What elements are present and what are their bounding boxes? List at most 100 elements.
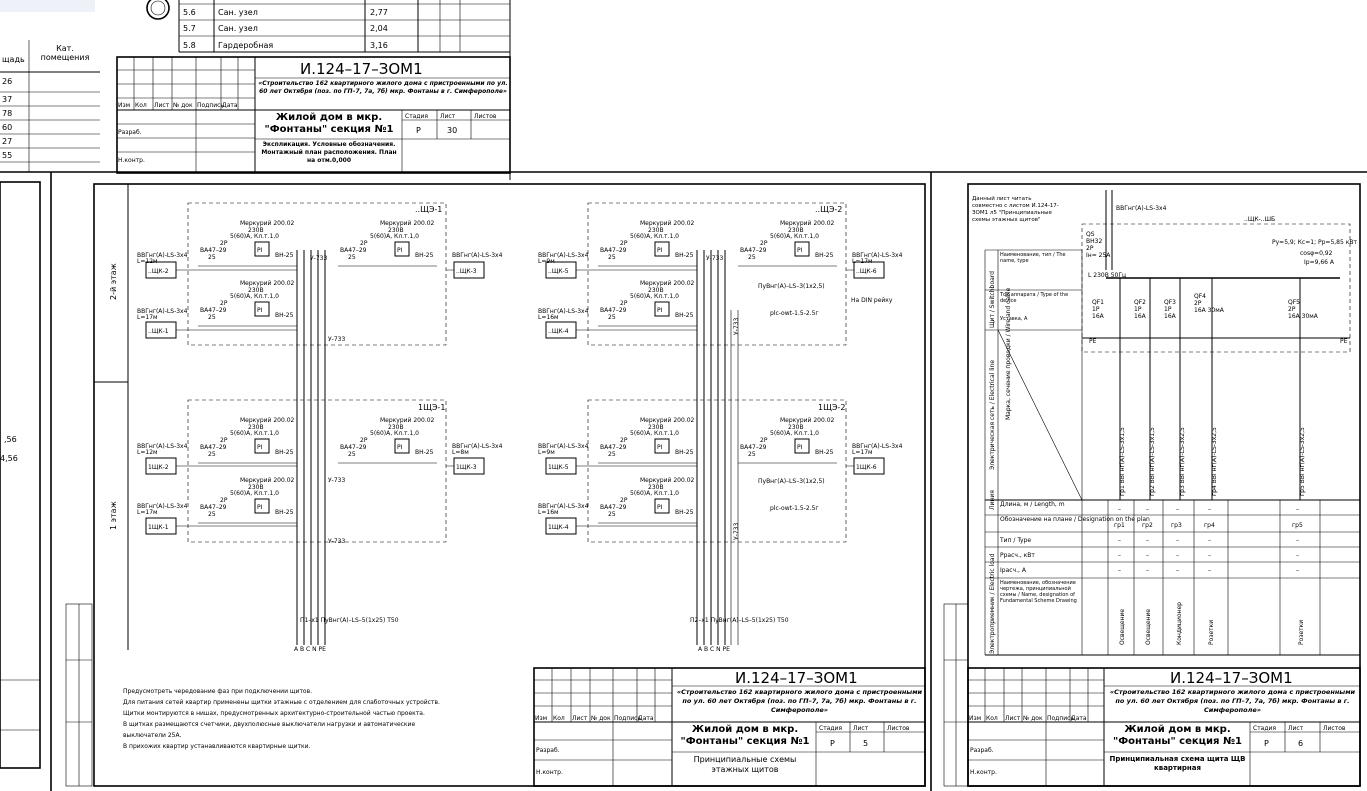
rcd-label: ВН-25 — [675, 252, 694, 259]
stamp-listov: Листов — [887, 725, 910, 732]
cable-label: ВВГнг(А)-LS-3х4 — [452, 443, 503, 450]
dash-cell: – — [1118, 506, 1121, 513]
meter-box — [654, 498, 670, 514]
meter-label: Меркурий 200.02 — [780, 220, 835, 227]
room-area: 2,77 — [370, 8, 388, 17]
rcd-label: ВН-25 — [275, 252, 294, 259]
breaker-rating: 25 — [208, 451, 216, 458]
top-left-fragment — [0, 0, 170, 20]
right-note: Данный лист читать совместно с листом И.… — [972, 196, 1059, 223]
meter-box — [654, 301, 670, 317]
stamp-data: Дата — [222, 102, 238, 109]
meter-label: Меркурий 200.02 — [640, 477, 695, 484]
breaker-rating: 25 — [208, 511, 216, 518]
designation: гр3 — [1171, 522, 1182, 529]
stamp-kol: Кол — [553, 715, 565, 722]
meter-pi: PI — [257, 247, 263, 254]
rcd-label: ВН-25 — [275, 312, 294, 319]
shield-label: 1ЩК-3 — [456, 464, 477, 471]
stamp-razrab: Разраб. — [970, 747, 994, 754]
meter-spec: 5(60)А, Кл.т.1,0 — [770, 430, 819, 437]
stamp-stadia: Стадия — [819, 725, 842, 732]
title-block-right: И.124–17–ЗОМ1 «Строительство 162 квартир… — [967, 667, 1361, 787]
panel-param: Ip=9,66 А — [1304, 259, 1335, 266]
breaker-poles: 1P — [1164, 306, 1172, 313]
breaker-label: ВА47–29 — [200, 504, 227, 511]
room-num: 5.6 — [183, 8, 196, 17]
building-name: Жилой дом в мкр. "Фонтаны" секция №1 — [1113, 724, 1242, 747]
row-label: Марка, сечение проводки / Wire and cable — [1005, 287, 1012, 420]
breaker-rating: 25 — [608, 511, 616, 518]
shield-label: ..ЩК-2 — [148, 268, 169, 275]
cable-label: ВВГнг(А)-LS-3х4 — [137, 252, 188, 259]
stamp-kol: Кол — [135, 102, 147, 109]
stamp-podp: Подпись — [1047, 715, 1074, 722]
breaker-rating: 16A — [1164, 313, 1177, 320]
meter-spec: 230В — [788, 227, 804, 234]
pe-wire: ПуВнг(А)–LS–3(1х2,5) — [758, 478, 825, 485]
cable-length: L=9м — [538, 258, 555, 265]
breaker-rating: 16A 30мА — [1288, 313, 1319, 320]
meter-spec: 230В — [788, 424, 804, 431]
meter-group: Меркурий 200.02 230В 5(60)А, Кл.т.1,0 2Р… — [338, 417, 437, 464]
breaker-rating: 25 — [748, 451, 756, 458]
project-description: «Строительство 162 квартирного жилого до… — [1109, 688, 1356, 714]
riser-label: У-733 — [328, 336, 345, 343]
stamp-list2: Лист — [1288, 725, 1304, 732]
breaker-id: QF2 — [1134, 299, 1146, 306]
row-label: Длина, м / Length, m — [1000, 501, 1065, 508]
meter-group: Меркурий 200.02 230В 5(60)А, Кл.т.1,0 2Р… — [198, 280, 297, 327]
meter-box — [794, 241, 810, 257]
cable-label: ВВГнг(А)-LS-3х4 — [538, 252, 589, 259]
breaker-rating: 16A — [1092, 313, 1105, 320]
stamp-stage: Р — [416, 126, 421, 135]
stamp-nkontr: Н.контр. — [970, 769, 997, 776]
dash-cell: – — [1118, 567, 1121, 574]
meter-box — [654, 241, 670, 257]
stamp-stadia: Стадия — [1253, 725, 1276, 732]
dash-cell: – — [1208, 552, 1211, 559]
meter-label: Меркурий 200.02 — [640, 280, 695, 287]
breaker-label: ВА47–29 — [600, 444, 627, 451]
left-value: ,56 — [4, 435, 17, 444]
meter-group: Меркурий 200.02 230В 5(60)А, Кл.т.1,0 2Р… — [738, 417, 837, 464]
meter-pi: PI — [797, 247, 803, 254]
building-name: Жилой дом в мкр. "Фонтаны" секция №1 — [264, 112, 394, 135]
consumer: Кондиционер — [1176, 602, 1183, 645]
shield-label: 1ЩК-2 — [148, 464, 169, 471]
feeder-label: П2–х1 ПуВнг(А)–LS–5(1х25) Т50 — [690, 617, 789, 624]
riser-label: У-733 — [328, 538, 345, 545]
shield-label: 1ЩК-6 — [856, 464, 877, 471]
middle-sheet: 2-й этаж 1 этаж — [65, 183, 926, 787]
breaker-poles: 2Р — [220, 300, 228, 307]
area-header: щадь — [2, 55, 25, 64]
stamp-stage: Р — [830, 739, 835, 748]
floor-panel-box — [587, 399, 847, 543]
phase-labels: A B C N PE — [698, 646, 730, 653]
stamp-data: Дата — [638, 715, 654, 722]
meter-label: Меркурий 200.02 — [640, 220, 695, 227]
cable-length: L=8м — [452, 449, 469, 456]
rcd-label: ВН-25 — [275, 509, 294, 516]
panel-name: ..ЩК-..ШБ — [1244, 216, 1275, 223]
breaker-poles: 1P — [1134, 306, 1142, 313]
meter-box — [394, 438, 410, 454]
right-note-box: Данный лист читать совместно с листом И.… — [972, 196, 1059, 223]
meter-spec: 230В — [648, 287, 664, 294]
dash-cell: – — [1208, 567, 1211, 574]
cable-length: L=16м — [538, 314, 559, 321]
meter-spec: 230В — [648, 227, 664, 234]
consumer: Розетки — [1208, 620, 1215, 645]
doc-code: И.124–17–ЗОМ1 — [735, 669, 858, 687]
breaker-label: ВА47–29 — [340, 444, 367, 451]
stamp-podp: Подпись — [614, 715, 641, 722]
breaker-label: ВА47–29 — [200, 247, 227, 254]
meter-label: Меркурий 200.02 — [240, 477, 295, 484]
notes: Предусмотреть чередование фаз при подклю… — [123, 688, 440, 750]
panel-param: cosφ=0,92 — [1300, 250, 1333, 257]
meter-pi: PI — [397, 444, 403, 451]
stamp-sheet: 5 — [863, 739, 868, 748]
stamp-izm: Изм — [969, 715, 981, 722]
meter-label: Меркурий 200.02 — [780, 417, 835, 424]
breaker-poles: 2Р — [220, 497, 228, 504]
